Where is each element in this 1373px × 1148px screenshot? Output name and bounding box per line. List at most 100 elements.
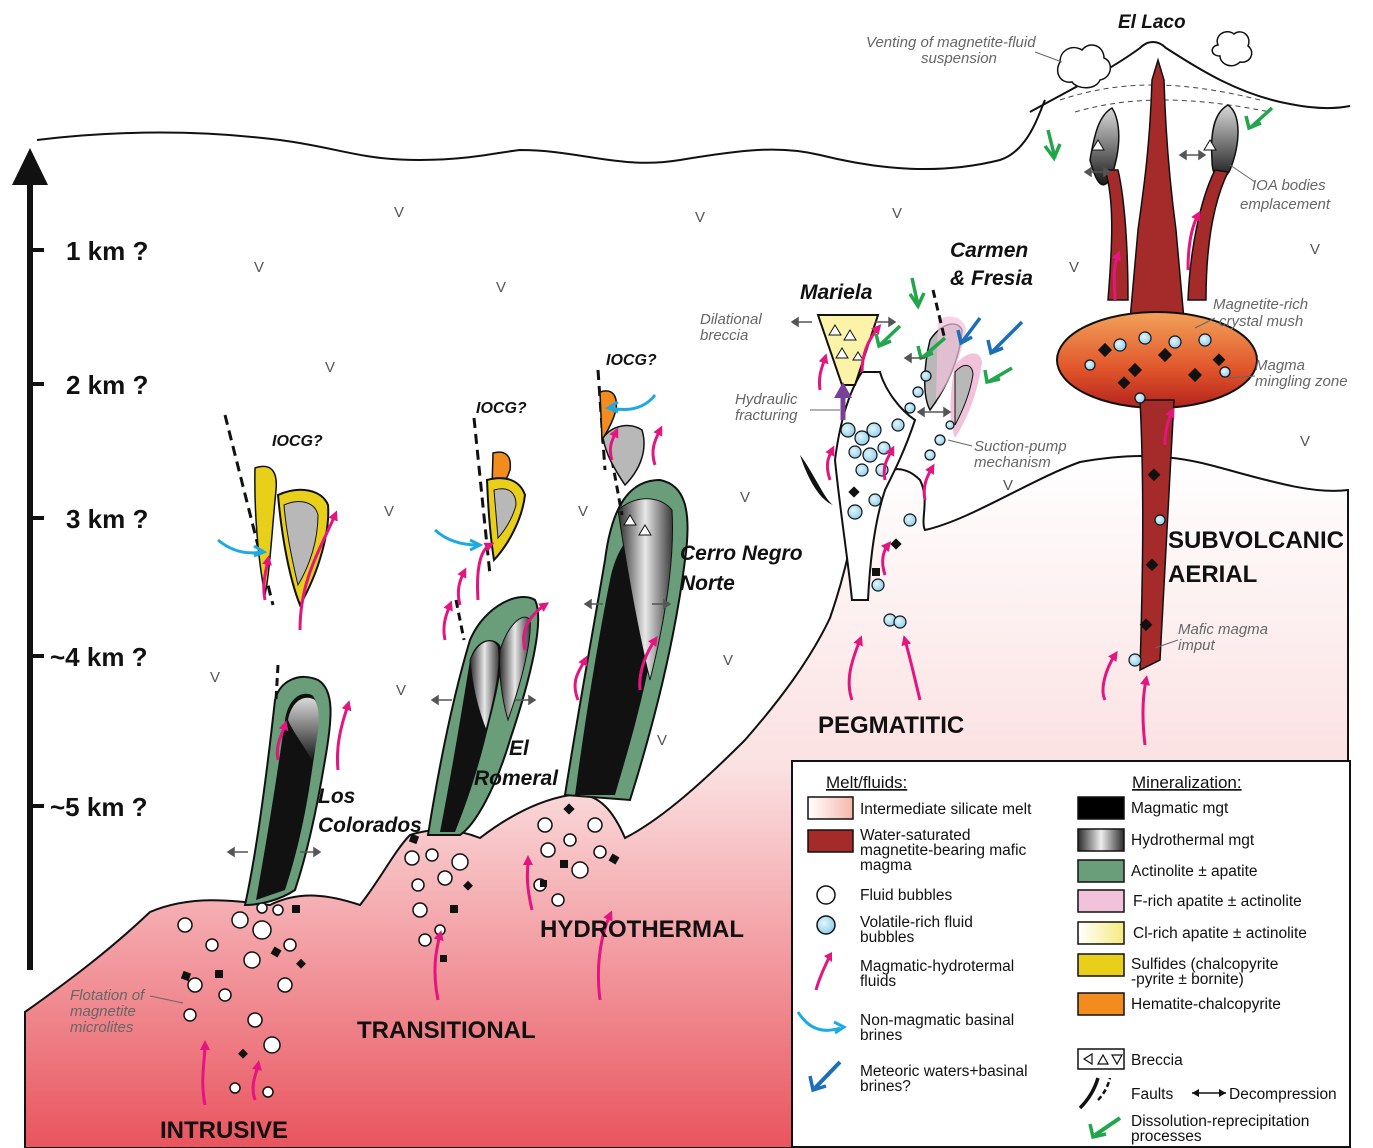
deposit-el-laco: El Laco <box>1118 12 1186 33</box>
stage-subvolcanic: SUBVOLCANIC <box>1168 527 1344 554</box>
svg-text:V: V <box>384 503 394 520</box>
legend-swatch-fluid-bubble <box>817 886 835 904</box>
note-hydraulic-2: fracturing <box>735 407 798 424</box>
legend-swatch-actinolite <box>1078 860 1124 882</box>
legend-melt-6b: brines <box>860 1027 902 1044</box>
legend-swatch-f-apatite <box>1078 890 1124 912</box>
legend-min-10b: processes <box>1131 1128 1202 1145</box>
legend-min-8: Breccia <box>1131 1052 1183 1069</box>
leader-venting <box>1035 52 1062 62</box>
note-dilational-1: Dilational <box>700 311 762 328</box>
stage-hydrothermal: HYDROTHERMAL <box>540 916 744 943</box>
note-mush-2: crystal mush <box>1219 313 1303 330</box>
legend-min-title: Mineralization: <box>1132 773 1242 792</box>
note-flotation-3: microlites <box>70 1019 134 1036</box>
note-ioa-2: emplacement <box>1240 196 1331 213</box>
depth-label-5: ~5 km ? <box>50 792 148 822</box>
svg-text:V: V <box>1300 433 1310 450</box>
svg-text:V: V <box>1069 259 1079 276</box>
meteoric-arrows <box>958 318 1022 353</box>
leader-suction <box>948 440 972 446</box>
note-suction-2: mechanism <box>974 454 1051 471</box>
svg-text:V: V <box>325 359 335 376</box>
note-mafic-1: Mafic magma <box>1178 621 1268 638</box>
legend-melt-2c: magma <box>860 857 912 874</box>
deposit-carmen-1: Carmen <box>950 239 1028 262</box>
deposit-carmen-2: & Fresia <box>950 267 1033 290</box>
leader-ioa <box>1230 165 1255 182</box>
svg-text:V: V <box>396 682 406 699</box>
note-venting-1: Venting of magnetite-fluid <box>866 34 1036 51</box>
stage-intrusive: INTRUSIVE <box>160 1117 288 1144</box>
depth-label-1: 1 km ? <box>66 236 148 266</box>
svg-text:V: V <box>578 503 588 520</box>
legend-melt-title: Melt/fluids: <box>826 773 907 792</box>
legend-melt-3: Fluid bubbles <box>860 887 952 904</box>
svg-text:V: V <box>695 209 705 226</box>
legend-swatch-sulfides <box>1078 954 1124 976</box>
stage-pegmatitic: PEGMATITIC <box>818 712 964 739</box>
note-ioa-1: IOA bodies <box>1252 177 1326 194</box>
legend: Melt/fluids: Mineralization: Intermediat… <box>792 761 1350 1147</box>
iocg-label-1: IOCG? <box>272 433 323 450</box>
note-mingling-2: mingling zone <box>1255 373 1348 390</box>
note-venting-2: suspension <box>921 50 997 67</box>
svg-text:V: V <box>1310 241 1320 258</box>
note-flotation-1: Flotation of <box>70 987 146 1004</box>
depth-label-3: 3 km ? <box>66 504 148 534</box>
legend-melt-1: Intermediate silicate melt <box>860 801 1032 818</box>
note-mafic-2: imput <box>1178 637 1216 654</box>
legend-swatch-cl-apatite <box>1078 922 1124 944</box>
legend-min-4: F-rich apatite ± actinolite <box>1133 893 1302 910</box>
svg-text:V: V <box>210 669 220 686</box>
depth-label-2: 2 km ? <box>66 370 148 400</box>
iocg-label-2: IOCG? <box>476 400 527 417</box>
stage-aerial: AERIAL <box>1168 561 1257 588</box>
surface-line <box>37 100 1045 169</box>
deposit-los-colorados-1: Los <box>318 785 355 808</box>
legend-swatch-silicate-melt <box>808 797 853 819</box>
legend-min-7: Hematite-chalcopyrite <box>1131 996 1281 1013</box>
svg-text:V: V <box>394 204 404 221</box>
legend-swatch-mafic-magma <box>808 830 853 852</box>
legend-swatch-magmatic-mgt <box>1078 797 1124 819</box>
legend-swatch-hydrothermal-mgt <box>1078 829 1124 851</box>
deposit-el-romeral-2: Romeral <box>474 767 559 790</box>
deposit-el-romeral-1: El <box>509 737 530 760</box>
svg-text:V: V <box>496 279 506 296</box>
svg-text:V: V <box>657 732 667 749</box>
legend-min-9a: Faults <box>1131 1086 1173 1103</box>
legend-swatch-hematite <box>1078 993 1124 1015</box>
legend-melt-7b: brines? <box>860 1078 911 1095</box>
note-dilational-2: breccia <box>700 327 748 344</box>
legend-swatch-volatile-bubble <box>817 916 835 934</box>
note-hydraulic-1: Hydraulic <box>735 391 798 408</box>
legend-melt-5b: fluids <box>860 973 896 990</box>
deposit-cerro-negro-2: Norte <box>680 572 735 595</box>
el-romeral-iocg <box>474 418 525 575</box>
deposit-cerro-negro-1: Cerro Negro <box>680 542 803 565</box>
legend-min-5: Cl-rich apatite ± actinolite <box>1133 925 1307 942</box>
legend-min-6b: -pyrite ± bornite) <box>1131 971 1244 988</box>
deposit-mariela: Mariela <box>800 281 873 304</box>
svg-text:V: V <box>723 652 733 669</box>
iocg-label-3: IOCG? <box>606 352 657 369</box>
svg-text:V: V <box>892 205 902 222</box>
note-suction-1: Suction-pump <box>974 438 1067 455</box>
note-mush-1: Magnetite-rich <box>1213 296 1308 313</box>
legend-min-2: Hydrothermal mgt <box>1131 832 1255 849</box>
svg-text:V: V <box>254 259 264 276</box>
legend-min-9b: Decompression <box>1229 1086 1337 1103</box>
note-mingling-1: Magma <box>1255 357 1305 374</box>
legend-min-3: Actinolite ± apatite <box>1131 863 1258 880</box>
cerro-negro-norte-iocg <box>598 370 644 485</box>
deposit-los-colorados-2: Colorados <box>318 814 422 837</box>
depth-axis: 1 km ? 2 km ? 3 km ? ~4 km ? ~5 km ? <box>12 148 148 970</box>
stage-transitional: TRANSITIONAL <box>357 1017 536 1044</box>
svg-text:V: V <box>740 489 750 506</box>
legend-min-1: Magmatic mgt <box>1131 800 1229 817</box>
depth-label-4: ~4 km ? <box>50 642 148 672</box>
note-flotation-2: magnetite <box>70 1003 136 1020</box>
svg-text:V: V <box>1003 477 1013 494</box>
